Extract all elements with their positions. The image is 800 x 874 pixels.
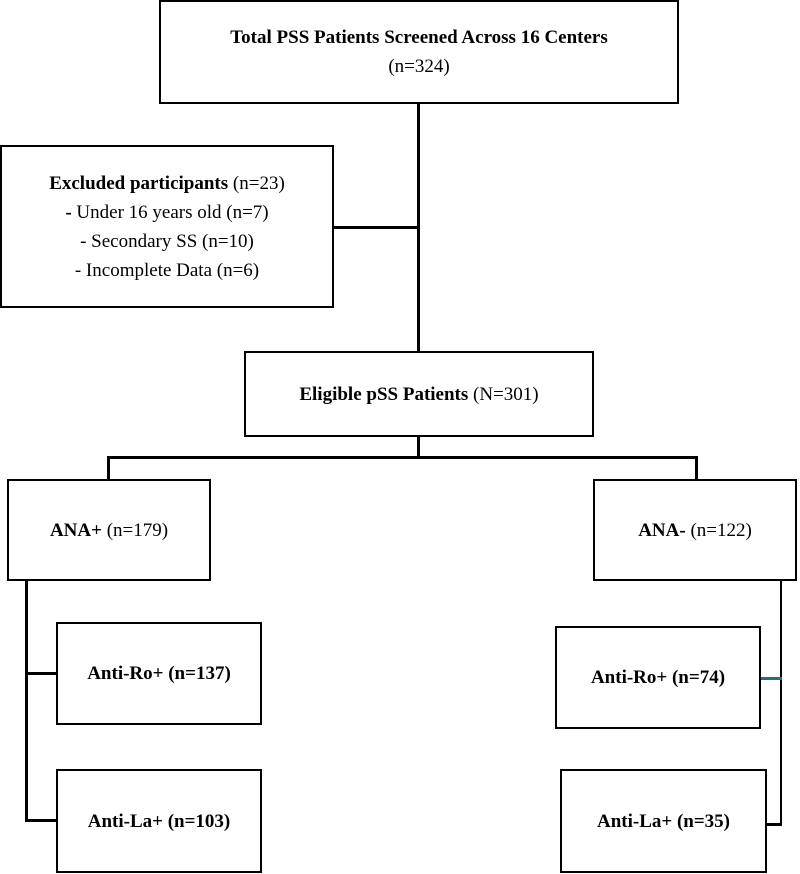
- connector-eligible-down: [417, 436, 420, 458]
- connector-ana-neg-to-la: [766, 823, 782, 826]
- total-screened-title: Total PSS Patients Screened Across 16 Ce…: [230, 27, 608, 48]
- ana-negative-count: (n=122): [685, 519, 752, 541]
- connector-to-excluded: [333, 226, 419, 229]
- connector-ana-neg-to-ro: [760, 677, 782, 680]
- ana-negative-title: ANA-: [638, 519, 686, 541]
- excluded-box: Excluded participants (n=23) - Under 16 …: [0, 145, 334, 308]
- ana-pos-anti-ro-label: Anti-Ro+ (n=137): [87, 663, 231, 684]
- excluded-reason-incomplete: - Incomplete Data (n=6): [74, 259, 260, 281]
- connector-to-ana-neg: [695, 456, 698, 480]
- ana-positive-box: ANA+ (n=179): [7, 479, 211, 581]
- connector-ana-pos-vertical: [25, 580, 28, 821]
- eligible-box: Eligible pSS Patients (N=301): [244, 351, 594, 437]
- ana-neg-anti-la-box: Anti-La+ (n=35): [560, 769, 767, 873]
- ana-pos-anti-ro-box: Anti-Ro+ (n=137): [56, 622, 262, 725]
- ana-pos-anti-la-label: Anti-La+ (n=103): [87, 810, 231, 832]
- excluded-reason-age-text: Under 16 years old (n=7): [76, 201, 269, 223]
- ana-neg-anti-ro-label: Anti-Ro+ (n=74): [590, 667, 726, 688]
- excluded-reason-secondary: - Secondary SS (n=10): [80, 230, 254, 252]
- eligible-title: Eligible pSS Patients: [299, 383, 469, 405]
- connector-ana-pos-to-la: [25, 819, 57, 822]
- connector-ana-pos-to-ro: [25, 672, 57, 675]
- ana-neg-anti-la-label: Anti-La+ (n=35): [596, 810, 731, 832]
- ana-negative-box: ANA- (n=122): [593, 479, 797, 581]
- connector-split-horizontal: [107, 456, 698, 459]
- excluded-reason-age-dash: -: [65, 201, 77, 223]
- excluded-count: (n=23): [228, 172, 285, 194]
- ana-neg-anti-ro-box: Anti-Ro+ (n=74): [555, 626, 761, 729]
- excluded-title: Excluded participants: [49, 172, 229, 194]
- total-screened-count: (n=324): [388, 56, 450, 77]
- eligible-count: (N=301): [468, 383, 539, 405]
- connector-to-ana-pos: [107, 456, 110, 480]
- total-screened-box: Total PSS Patients Screened Across 16 Ce…: [159, 0, 679, 104]
- ana-positive-count: (n=179): [101, 519, 169, 541]
- ana-pos-anti-la-box: Anti-La+ (n=103): [56, 769, 262, 873]
- excluded-reason-age: - Under 16 years old (n=7): [65, 198, 268, 227]
- excluded-heading: Excluded participants (n=23): [49, 169, 285, 198]
- connector-ana-neg-vertical: [780, 580, 782, 825]
- ana-positive-title: ANA+: [49, 519, 102, 541]
